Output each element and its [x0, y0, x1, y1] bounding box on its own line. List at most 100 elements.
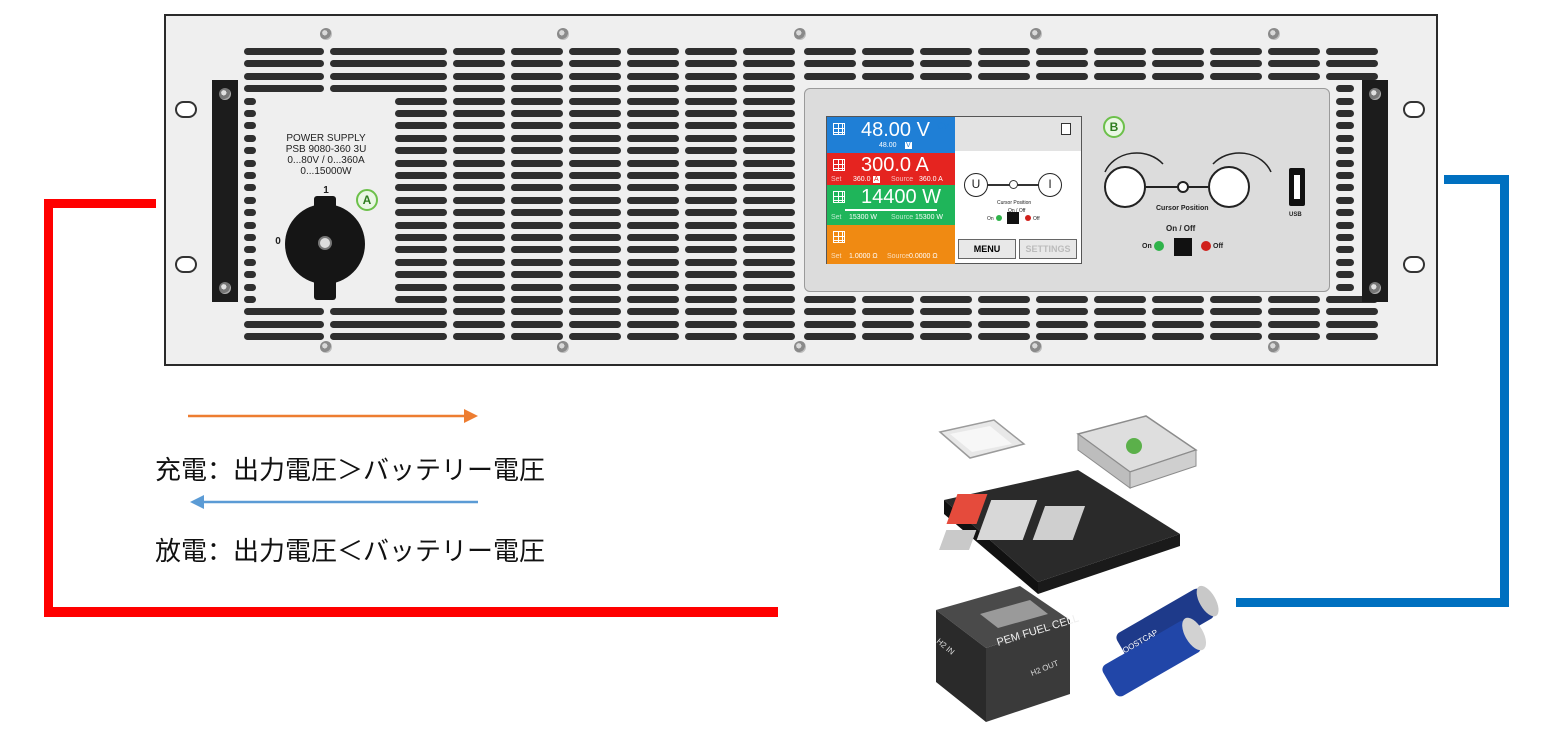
display-power-button[interactable] [1007, 212, 1019, 224]
vent-slot [1210, 72, 1262, 80]
current-row[interactable]: 300.0 A Set 360.0 A Source 360.0 A [827, 153, 955, 185]
vent-slot [453, 97, 505, 105]
vent-slot [395, 60, 447, 68]
vent-slot [244, 258, 256, 266]
resistance-setpoint: 1.0000 Ω [849, 253, 878, 260]
panel-screw-icon [794, 341, 806, 353]
vent-slot [743, 85, 795, 93]
vent-slot [395, 209, 447, 217]
vent-slot [627, 122, 679, 130]
vent-slot [453, 308, 505, 316]
vent-slot [627, 258, 679, 266]
vent-slot [685, 60, 737, 68]
voltage-knob[interactable] [1104, 166, 1146, 208]
vent-slot [1336, 159, 1354, 167]
vent-slot [569, 159, 621, 167]
vent-slot [804, 320, 856, 328]
voltage-row[interactable]: 48.00 V 48.00 V [827, 117, 955, 153]
vent-slot [453, 147, 505, 155]
rack-slot-icon [175, 256, 197, 273]
vent-slot [395, 110, 447, 117]
vent-slot [453, 60, 505, 68]
vent-slot [685, 134, 737, 142]
vent-slot [395, 184, 447, 192]
vent-slot [920, 72, 972, 80]
vent-slot [743, 184, 795, 192]
vent-slot [1336, 110, 1354, 117]
vent-slot [627, 97, 679, 105]
vent-slot [511, 85, 563, 93]
vent-slot [1326, 320, 1378, 328]
vent-slot [1268, 296, 1320, 303]
charge-description: 充電：出力電圧＞バッテリー電圧 [155, 456, 546, 486]
vent-slot [511, 246, 563, 254]
vent-slot [511, 184, 563, 192]
touch-display[interactable]: 48.00 V 48.00 V CV 300.0 A Set 360.0 A S… [826, 116, 1082, 264]
vent-slot [1036, 333, 1088, 341]
negative-cable-bottom [1236, 598, 1509, 607]
vent-slot [627, 85, 679, 93]
switch-on-label: 1 [323, 185, 329, 196]
knob-u-icon[interactable]: U [964, 173, 988, 197]
vent-slot [978, 48, 1030, 55]
vent-slot [453, 320, 505, 328]
vent-slot [1326, 60, 1378, 68]
usb-label: USB [1289, 212, 1302, 218]
cursor-position-label: Cursor Position [1156, 205, 1209, 212]
resistance-row[interactable]: Set 1.0000 Ω Source 0.0000 Ω [827, 225, 955, 264]
vent-slot [627, 234, 679, 241]
vent-slot [1152, 296, 1204, 303]
vent-slot [244, 271, 256, 279]
vent-slot [862, 333, 914, 341]
vent-slot [685, 221, 737, 229]
battery-module-icon [1076, 415, 1198, 489]
usb-port-slot-icon [1294, 175, 1300, 199]
vent-slot [569, 271, 621, 279]
vent-slot [862, 308, 914, 316]
vent-slot [1036, 60, 1088, 68]
menu-button[interactable]: MENU [958, 239, 1016, 259]
lock-icon[interactable] [1061, 123, 1071, 135]
power-row[interactable]: 14400 W Set 15300 W Source 15300 W [827, 185, 955, 225]
vent-slot [569, 234, 621, 241]
vent-slot [244, 333, 324, 341]
vent-slot [511, 60, 563, 68]
power-value: 14400 W [861, 186, 942, 208]
discharge-arrow [190, 495, 478, 509]
vent-slot [511, 283, 563, 291]
vent-slot [743, 246, 795, 254]
current-knob[interactable] [1208, 166, 1250, 208]
vent-slot [395, 333, 447, 341]
settings-button[interactable]: SETTINGS [1019, 239, 1077, 259]
on-led-icon [996, 215, 1002, 221]
vent-slot [511, 134, 563, 142]
panel-screw-icon [1030, 28, 1042, 40]
vent-slot [743, 72, 795, 80]
on-label: On [1142, 243, 1152, 250]
knob-i-icon[interactable]: I [1038, 173, 1062, 197]
vent-slot [453, 134, 505, 142]
vent-slot [1210, 320, 1262, 328]
vent-slot [685, 97, 737, 105]
cursor-position-dot-icon [1177, 181, 1189, 193]
vent-slot [743, 320, 795, 328]
vent-slot [743, 134, 795, 142]
vent-slot [1094, 48, 1146, 55]
rail-screw-icon [219, 88, 231, 100]
vent-slot [1336, 172, 1354, 179]
positive-cable-left [44, 199, 53, 617]
panel-screw-icon [1268, 341, 1280, 353]
vent-slot [1336, 234, 1354, 241]
vent-slot [627, 72, 679, 80]
vent-slot [244, 172, 256, 179]
vent-slot [627, 221, 679, 229]
vent-slot [453, 48, 505, 55]
display-header [955, 117, 1081, 151]
panel-screw-icon [557, 28, 569, 40]
current-set-label: Set [831, 176, 842, 183]
vent-slot [1094, 60, 1146, 68]
current-value: 300.0 A [861, 154, 929, 176]
on-off-button[interactable] [1174, 238, 1192, 256]
on-led-icon [1154, 241, 1164, 251]
vent-slot [1268, 48, 1320, 55]
